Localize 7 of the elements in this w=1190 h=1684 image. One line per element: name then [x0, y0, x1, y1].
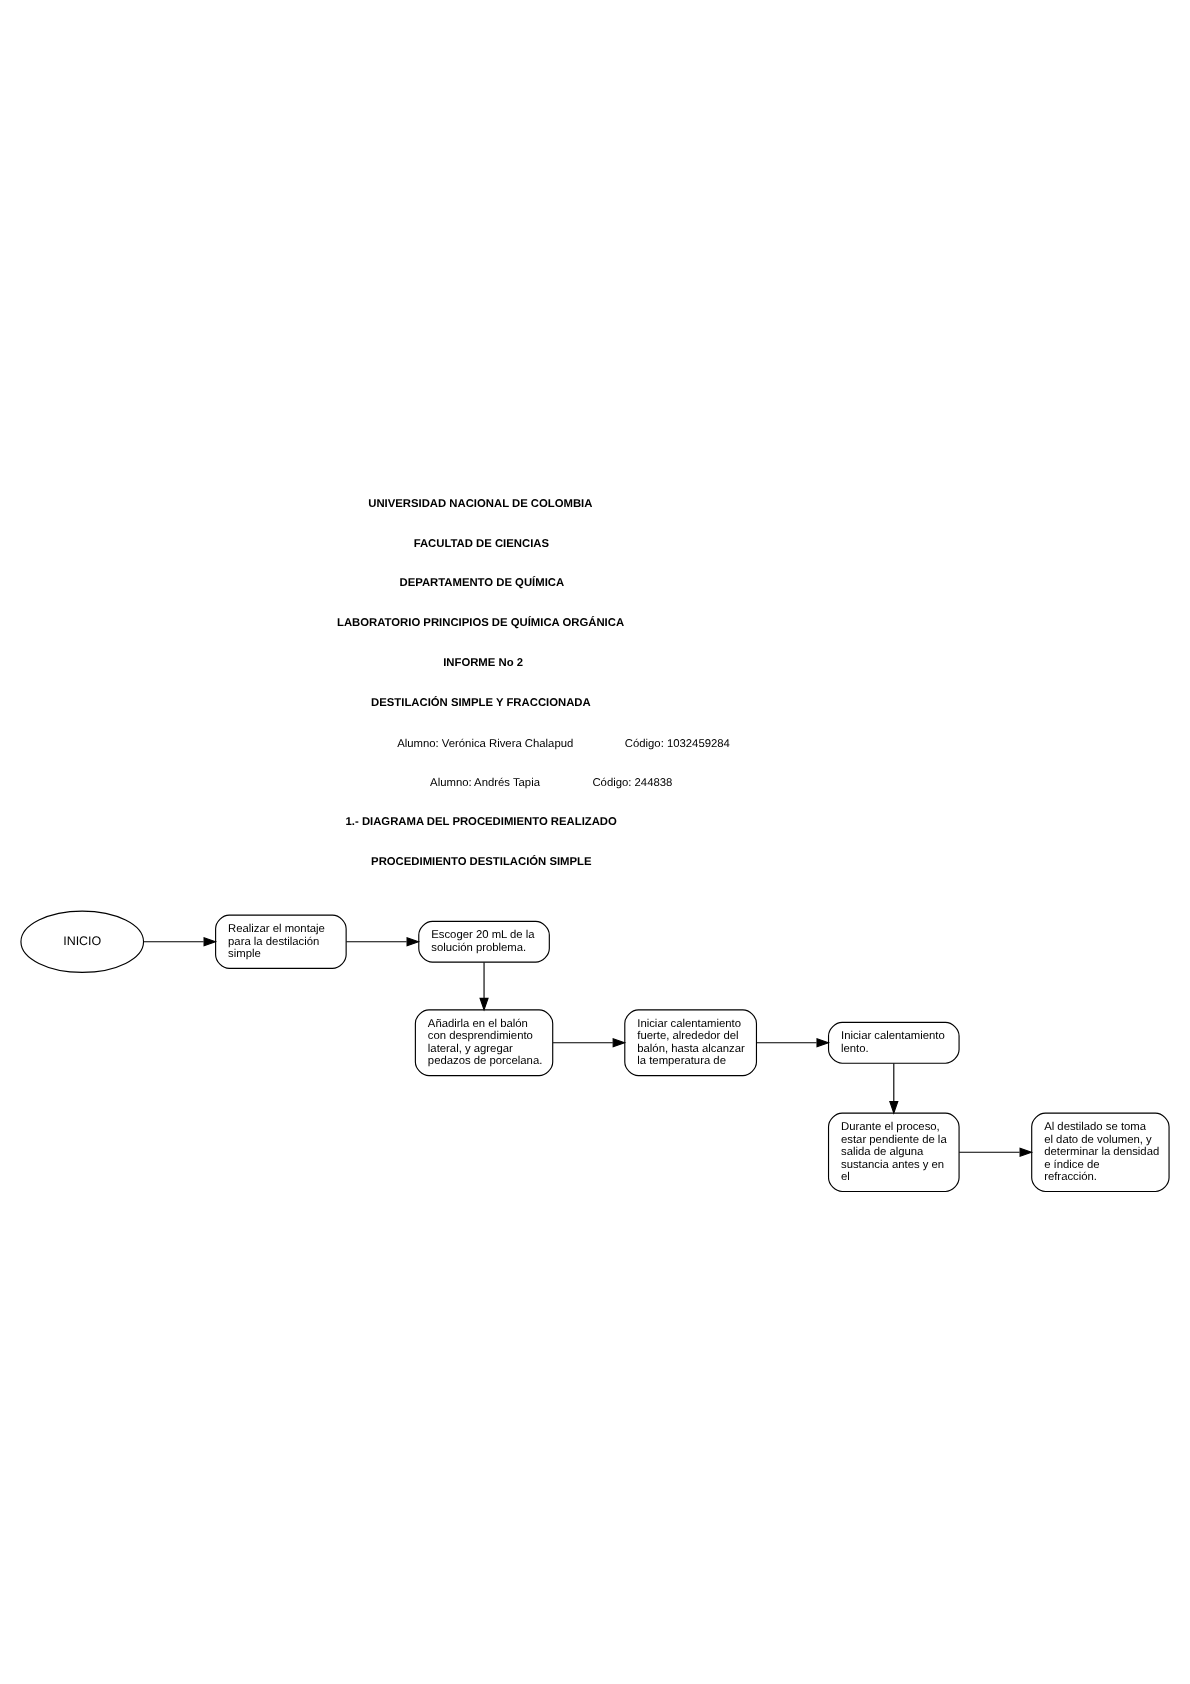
- arrow: [345, 935, 421, 946]
- arrow: [552, 1037, 627, 1047]
- arrow: [755, 1037, 831, 1047]
- arrow: [142, 935, 218, 946]
- arrow: [479, 960, 489, 1011]
- arrow: [889, 1062, 899, 1114]
- arrow: [958, 1146, 1034, 1157]
